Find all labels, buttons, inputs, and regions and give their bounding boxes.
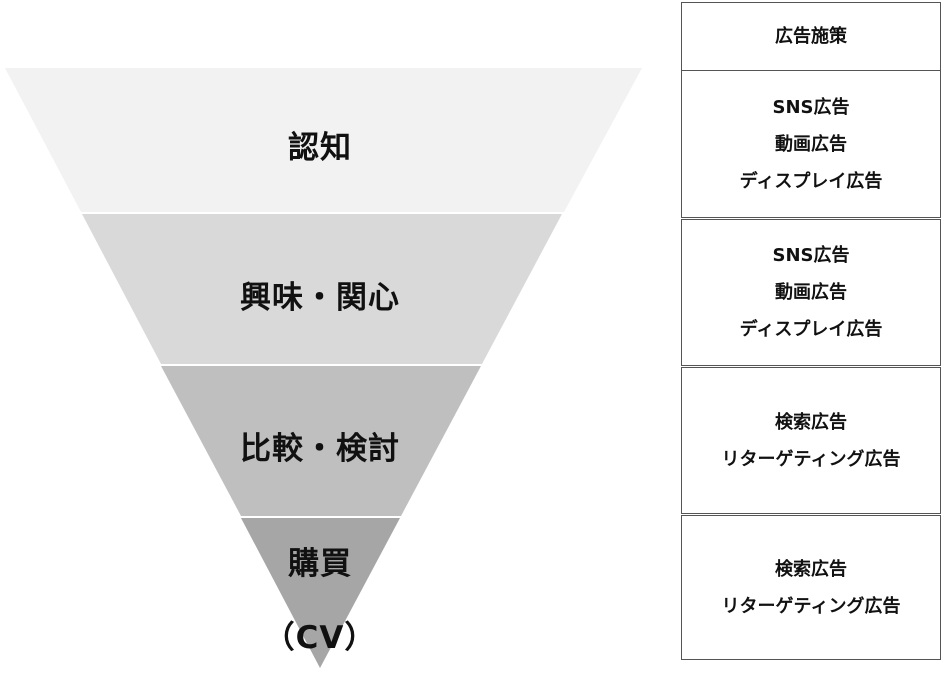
ad-item: リターゲティング広告: [721, 595, 901, 617]
ad-item: SNS広告: [772, 96, 850, 118]
ad-item: リターゲティング広告: [721, 448, 901, 470]
table-row-interest: SNS広告 動画広告 ディスプレイ広告: [681, 219, 941, 366]
ad-item: ディスプレイ広告: [739, 170, 883, 192]
ad-item: 動画広告: [775, 133, 847, 155]
ad-item: SNS広告: [772, 245, 850, 266]
funnel-band-purchase: [241, 518, 400, 668]
stage-label-awareness: 認知: [288, 130, 352, 166]
stage-label-cv: （CV）: [263, 620, 377, 656]
table-row-awareness: SNS広告 動画広告 ディスプレイ広告: [681, 70, 941, 218]
ad-item: 検索広告: [775, 558, 847, 580]
funnel-band-consideration: [161, 366, 481, 516]
funnel-band-awareness: [5, 68, 642, 212]
ad-item: 動画広告: [775, 282, 847, 303]
table-header-label: 広告施策: [775, 26, 847, 47]
ad-item: ディスプレイ広告: [739, 319, 883, 340]
table-row-consideration: 検索広告 リターゲティング広告: [681, 367, 941, 514]
stage-label-consideration: 比較・検討: [240, 431, 400, 467]
stage-label-interest: 興味・関心: [240, 280, 400, 316]
funnel-band-interest: [82, 214, 562, 364]
table-row-purchase: 検索広告 リターゲティング広告: [681, 515, 941, 660]
table-header: 広告施策: [681, 2, 941, 71]
ad-item: 検索広告: [775, 411, 847, 433]
stage-label-purchase: 購買: [288, 546, 352, 582]
